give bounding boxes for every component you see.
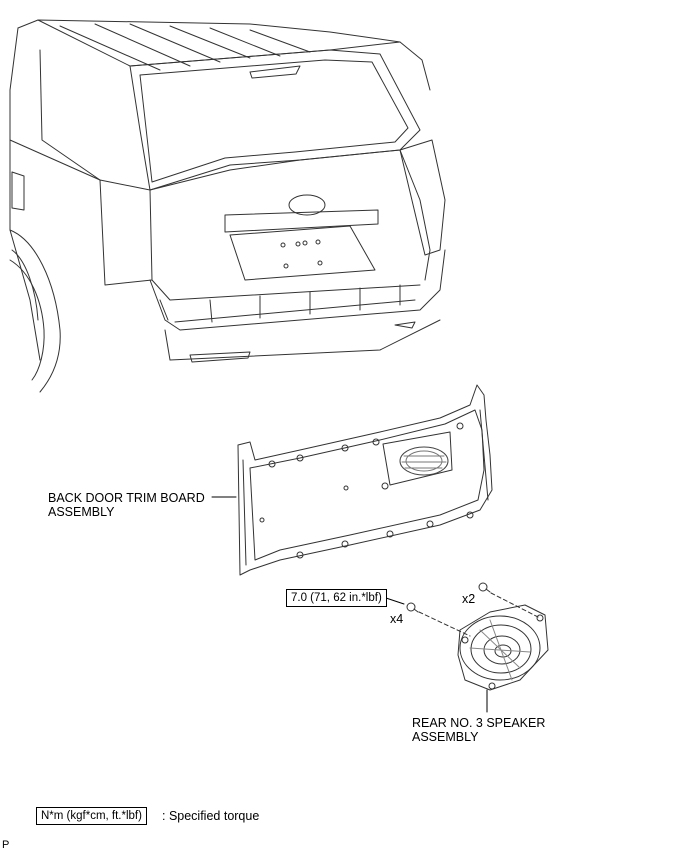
torque-value-box: 7.0 (71, 62 in.*lbf) xyxy=(286,589,387,607)
quantity-x2-label: x2 xyxy=(462,592,476,606)
speaker-label-line1: REAR NO. 3 SPEAKER xyxy=(412,716,546,730)
quantity-x4-label: x4 xyxy=(390,612,404,626)
trim-board-label-line1: BACK DOOR TRIM BOARD xyxy=(48,491,205,505)
legend-description: : Specified torque xyxy=(162,809,260,823)
corner-mark: P xyxy=(2,839,10,851)
dashed-line-x2 xyxy=(490,592,539,618)
screw-x2 xyxy=(478,582,491,593)
speaker-label-line2: ASSEMBLY xyxy=(412,730,479,744)
torque-leader xyxy=(385,597,405,605)
dashed-line-x4 xyxy=(418,611,471,637)
rear-speaker-assembly xyxy=(457,604,549,691)
screw-x4 xyxy=(406,602,419,613)
vehicle-rear-illustration xyxy=(9,19,446,393)
legend-units-box: N*m (kgf*cm, ft.*lbf) xyxy=(36,807,147,825)
trim-board-label-line2: ASSEMBLY xyxy=(48,505,115,519)
back-door-trim-board xyxy=(237,384,493,576)
